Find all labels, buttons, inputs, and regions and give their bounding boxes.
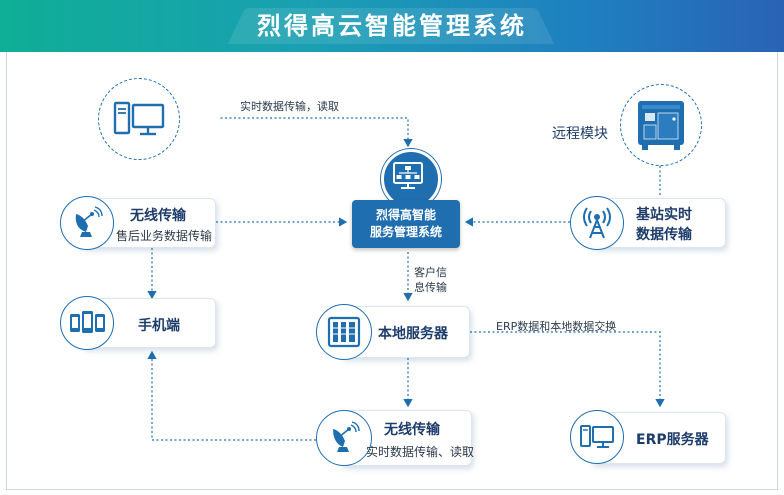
server-icon [327, 316, 361, 348]
phone-circle [60, 296, 114, 350]
edge-local-erp [470, 331, 665, 408]
erp-label: ERP服务器 [636, 432, 709, 448]
local-server-circle [316, 304, 372, 360]
center-system-box [352, 200, 460, 248]
station-label-line2: 数据传输 [636, 227, 692, 243]
center-label-line1: 烈得高智能 [375, 208, 436, 222]
wireless-top-label: 无线传输 [130, 208, 186, 224]
computer-icon [580, 425, 614, 448]
title-banner [0, 0, 784, 52]
diagram-border [6, 50, 778, 490]
local-server-label: 本地服务器 [378, 326, 448, 342]
wireless-bottom-label: 无线传输 [384, 422, 440, 438]
signal-tower-icon [583, 207, 611, 239]
pc-circle [98, 78, 180, 160]
center-system-label: 烈得高智能 服务管理系统 [352, 207, 460, 241]
remote-module-label: 远程模块 [552, 126, 608, 142]
remote-module-icon [638, 101, 684, 150]
station-circle [570, 196, 624, 250]
edge-label-realtime: 实时数据传输，读取 [240, 100, 339, 113]
satellite-dish-icon [333, 421, 360, 452]
wireless-bottom-sublabel: 实时数据传输、读取 [366, 445, 475, 459]
network-dashboard-icon [393, 162, 423, 189]
erp-circle [570, 410, 624, 464]
edge-label-customer-1: 客户信 [414, 266, 447, 279]
computer-icon [113, 101, 165, 136]
phone-label: 手机端 [138, 318, 180, 334]
page-title: 烈得高云智能管理系统 [257, 12, 527, 40]
satellite-dish-icon [75, 206, 103, 237]
edge-label-customer-2: 息传输 [414, 281, 447, 294]
title-tab-shape [228, 8, 554, 44]
wireless-top-circle [60, 196, 114, 250]
center-icon-circle [381, 149, 441, 209]
remote-module-circle [620, 84, 702, 166]
center-label-line2: 服务管理系统 [369, 225, 442, 239]
edge-label-erp-exchange: ERP数据和本地数据交换 [496, 320, 617, 333]
mobile-phones-icon [70, 311, 105, 333]
edge-wireless-bottom-phone [147, 350, 316, 441]
wireless-bottom-circle [316, 410, 372, 466]
station-label-line1: 基站实时 [636, 207, 692, 223]
wireless-top-sublabel: 售后业务数据传输 [116, 229, 213, 243]
